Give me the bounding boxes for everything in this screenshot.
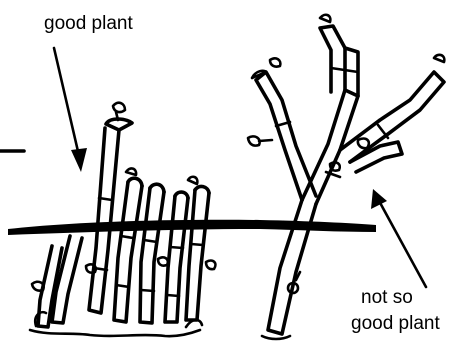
not-so-good-plant-drawing: [248, 15, 444, 339]
good-plant-drawing: [30, 103, 215, 336]
not-so-good-plant-arrow: [371, 189, 426, 287]
good-plant-arrow: [54, 48, 87, 172]
